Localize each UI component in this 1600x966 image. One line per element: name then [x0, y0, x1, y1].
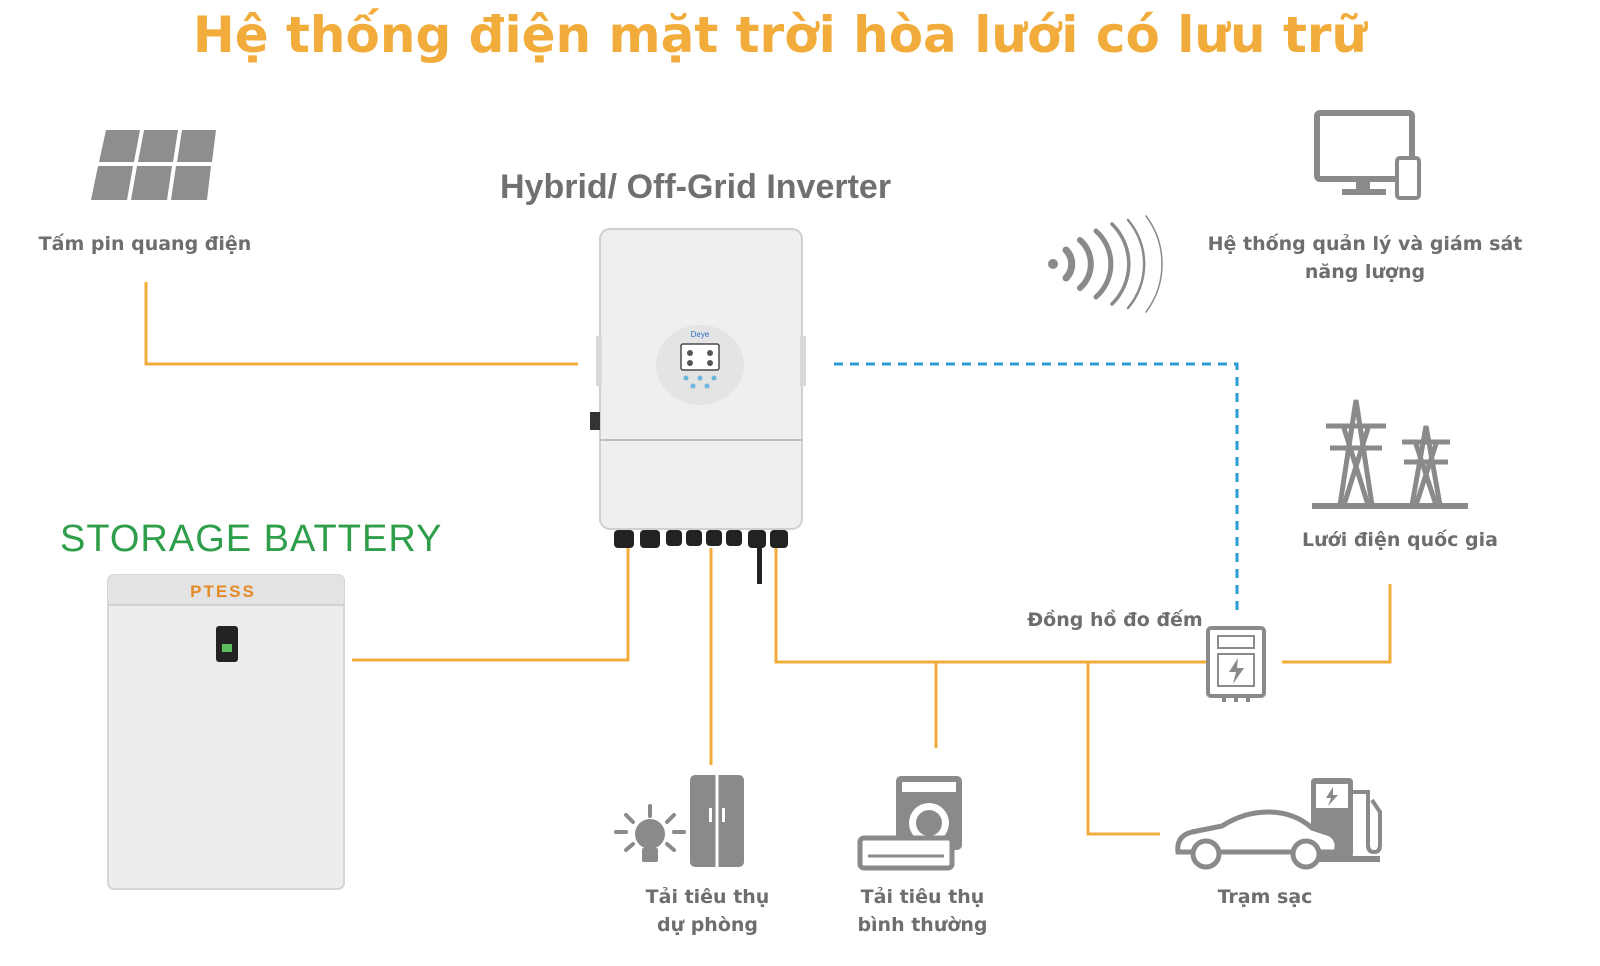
inverter-heading: Hybrid/ Off-Grid Inverter	[500, 168, 892, 206]
grid-label: Lưới điện quốc gia	[1302, 529, 1498, 551]
monitoring-label-line2: năng lượng	[1304, 261, 1426, 283]
inverter-icon: Deye	[590, 228, 806, 584]
solar-to-inverter-line	[144, 282, 578, 366]
solar-panel-icon	[91, 130, 216, 200]
monitor-icon	[1314, 110, 1421, 200]
monitoring-label: Hệ thống quản lý và giám sát năng lượng	[1200, 230, 1530, 286]
inverter-brand: Deye	[691, 330, 710, 339]
normal-load-icon	[857, 776, 962, 871]
backup-load-icon	[614, 775, 744, 867]
backup-load-label-line1: Tải tiêu thụ	[645, 886, 770, 908]
wifi-signal-icon	[1048, 215, 1163, 313]
normal-load-label-line1: Tải tiêu thụ	[860, 886, 985, 908]
normal-load-label: Tải tiêu thụ bình thường	[835, 883, 1010, 939]
battery-brand: PTESS	[190, 582, 256, 601]
meter-label: Đồng hồ đo đếm	[1027, 609, 1203, 631]
charging-station-icon	[1175, 778, 1382, 870]
backup-load-label: Tải tiêu thụ dự phòng	[620, 883, 795, 939]
monitoring-label-line1: Hệ thống quản lý và giám sát	[1207, 233, 1523, 255]
solar-panel-label: Tấm pin quang điện	[38, 233, 252, 255]
meter-icon	[1206, 626, 1266, 702]
normal-load-label-line2: bình thường	[857, 914, 988, 936]
diagram-title: Hệ thống điện mặt trời hòa lưới có lưu t…	[192, 6, 1368, 64]
charging-station-label: Trạm sạc	[1217, 886, 1313, 908]
grid-tower-icon	[1312, 399, 1468, 509]
data-link-line	[834, 362, 1239, 610]
battery-to-inverter-line	[352, 548, 630, 662]
battery-icon: PTESS	[107, 574, 345, 890]
battery-heading: STORAGE BATTERY	[60, 518, 443, 560]
charging-branch-line	[1086, 662, 1160, 836]
meter-to-grid-line	[1282, 584, 1392, 664]
inverter-to-meter-line	[774, 548, 1208, 664]
backup-load-label-line2: dự phòng	[656, 914, 759, 936]
power-lines	[144, 282, 1392, 836]
